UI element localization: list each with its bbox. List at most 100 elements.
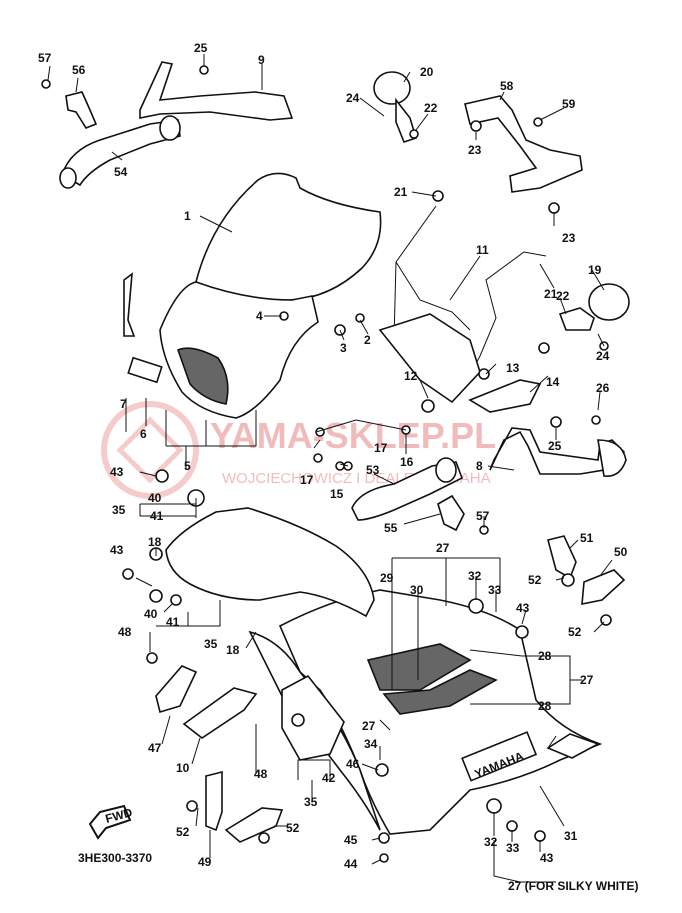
part-lower-cowling-35 bbox=[165, 507, 375, 618]
callout-33b: 33 bbox=[506, 841, 520, 855]
callout-58: 58 bbox=[500, 79, 514, 93]
callout-25b: 25 bbox=[548, 439, 562, 453]
fwd-label: FWD bbox=[104, 805, 134, 826]
callout-11: 11 bbox=[476, 243, 489, 257]
callout-52: 52 bbox=[528, 573, 542, 587]
callout-42: 42 bbox=[322, 771, 336, 785]
callout-17b: 17 bbox=[300, 473, 314, 487]
part-bracket-55 bbox=[437, 494, 465, 532]
part-bolt-12 bbox=[421, 399, 435, 413]
callout-31: 31 bbox=[564, 829, 578, 843]
callout-13: 13 bbox=[506, 361, 520, 375]
callout-labels: 57 56 25 9 54 20 24 22 58 59 23 21 23 1 … bbox=[38, 41, 628, 871]
part-mirror-19 bbox=[558, 283, 630, 331]
callout-41b: 41 bbox=[166, 615, 180, 629]
diagram-code: 3HE300-3370 bbox=[78, 851, 152, 865]
callout-7: 7 bbox=[120, 397, 127, 411]
callout-25: 25 bbox=[194, 41, 208, 55]
callout-41: 41 bbox=[150, 509, 164, 523]
callout-27b: 27 bbox=[580, 673, 594, 687]
callout-32: 32 bbox=[468, 569, 482, 583]
part-mirror-20 bbox=[373, 71, 417, 143]
watermark-logo-icon bbox=[101, 401, 199, 499]
part-bolt-13 bbox=[478, 368, 490, 380]
callout-59: 59 bbox=[562, 97, 576, 111]
callout-23: 23 bbox=[468, 143, 482, 157]
callout-50: 50 bbox=[614, 545, 628, 559]
callout-47: 47 bbox=[148, 741, 162, 755]
callout-45: 45 bbox=[344, 833, 358, 847]
callout-5: 5 bbox=[184, 459, 191, 473]
callout-43d: 43 bbox=[540, 851, 554, 865]
callout-43c: 43 bbox=[516, 601, 530, 615]
callout-16: 16 bbox=[400, 455, 414, 469]
callout-6: 6 bbox=[140, 427, 147, 441]
part-duct-54 bbox=[61, 119, 181, 187]
parts: YAMAHA bbox=[41, 61, 630, 863]
watermark-title: YAMA-SKLEP.PL bbox=[210, 415, 496, 456]
callout-57: 57 bbox=[38, 51, 52, 65]
callout-12: 12 bbox=[404, 369, 418, 383]
callout-40: 40 bbox=[148, 491, 162, 505]
part-decal-6 bbox=[127, 356, 163, 384]
callout-28b: 28 bbox=[538, 699, 552, 713]
callout-10: 10 bbox=[176, 761, 190, 775]
footer-note: 27 (FOR SILKY WHITE) bbox=[508, 879, 638, 893]
callout-51: 51 bbox=[580, 531, 594, 545]
part-duct-53 bbox=[351, 461, 464, 521]
part-bracket-56 bbox=[65, 91, 98, 129]
callout-48: 48 bbox=[118, 625, 132, 639]
part-bracket-10 bbox=[182, 687, 258, 739]
part-bracket-47 bbox=[155, 665, 198, 714]
callout-32b: 32 bbox=[484, 835, 498, 849]
callout-27c: 27 bbox=[362, 719, 376, 733]
callout-33: 33 bbox=[488, 583, 502, 597]
callout-18: 18 bbox=[148, 535, 162, 549]
part-trim-7 bbox=[123, 272, 136, 337]
callout-21: 21 bbox=[394, 185, 408, 199]
callout-48b: 48 bbox=[254, 767, 268, 781]
callout-2: 2 bbox=[364, 333, 371, 347]
callout-18b: 18 bbox=[226, 643, 240, 657]
callout-3: 3 bbox=[340, 341, 347, 355]
callout-19: 19 bbox=[588, 263, 602, 277]
callout-56: 56 bbox=[72, 63, 86, 77]
callout-22: 22 bbox=[424, 101, 438, 115]
callout-23b: 23 bbox=[562, 231, 576, 245]
callout-55: 55 bbox=[384, 521, 398, 535]
part-windscreen-1 bbox=[195, 172, 382, 302]
callout-46: 46 bbox=[346, 757, 360, 771]
callout-34: 34 bbox=[364, 737, 378, 751]
callout-29: 29 bbox=[380, 571, 394, 585]
callout-35: 35 bbox=[112, 503, 126, 517]
callout-24b: 24 bbox=[596, 349, 610, 363]
callout-43b: 43 bbox=[110, 543, 124, 557]
forward-arrow-icon: FWD bbox=[88, 804, 134, 840]
callout-52c: 52 bbox=[176, 825, 190, 839]
part-decal-yamaha bbox=[461, 731, 538, 782]
callout-54: 54 bbox=[114, 165, 128, 179]
callout-24: 24 bbox=[346, 91, 360, 105]
callout-49: 49 bbox=[198, 855, 212, 869]
part-bracket-14 bbox=[468, 379, 542, 413]
part-bracket-52 bbox=[224, 807, 284, 843]
callout-43: 43 bbox=[110, 465, 124, 479]
callout-14: 14 bbox=[546, 375, 560, 389]
callout-57b: 57 bbox=[476, 509, 490, 523]
part-under-panel-31 bbox=[546, 733, 600, 759]
callout-22b: 22 bbox=[556, 289, 570, 303]
callout-27: 27 bbox=[436, 541, 450, 555]
part-stay-9 bbox=[139, 61, 294, 121]
callout-4: 4 bbox=[256, 309, 263, 323]
callout-8: 8 bbox=[476, 459, 483, 473]
callout-40b: 40 bbox=[144, 607, 158, 621]
leader-lines bbox=[47, 54, 613, 883]
callout-53: 53 bbox=[366, 463, 380, 477]
part-inner-panel-42 bbox=[281, 674, 345, 761]
callout-35c: 35 bbox=[304, 795, 318, 809]
callout-28: 28 bbox=[538, 649, 552, 663]
callout-30: 30 bbox=[410, 583, 424, 597]
callout-26: 26 bbox=[596, 381, 610, 395]
callout-52b: 52 bbox=[568, 625, 582, 639]
